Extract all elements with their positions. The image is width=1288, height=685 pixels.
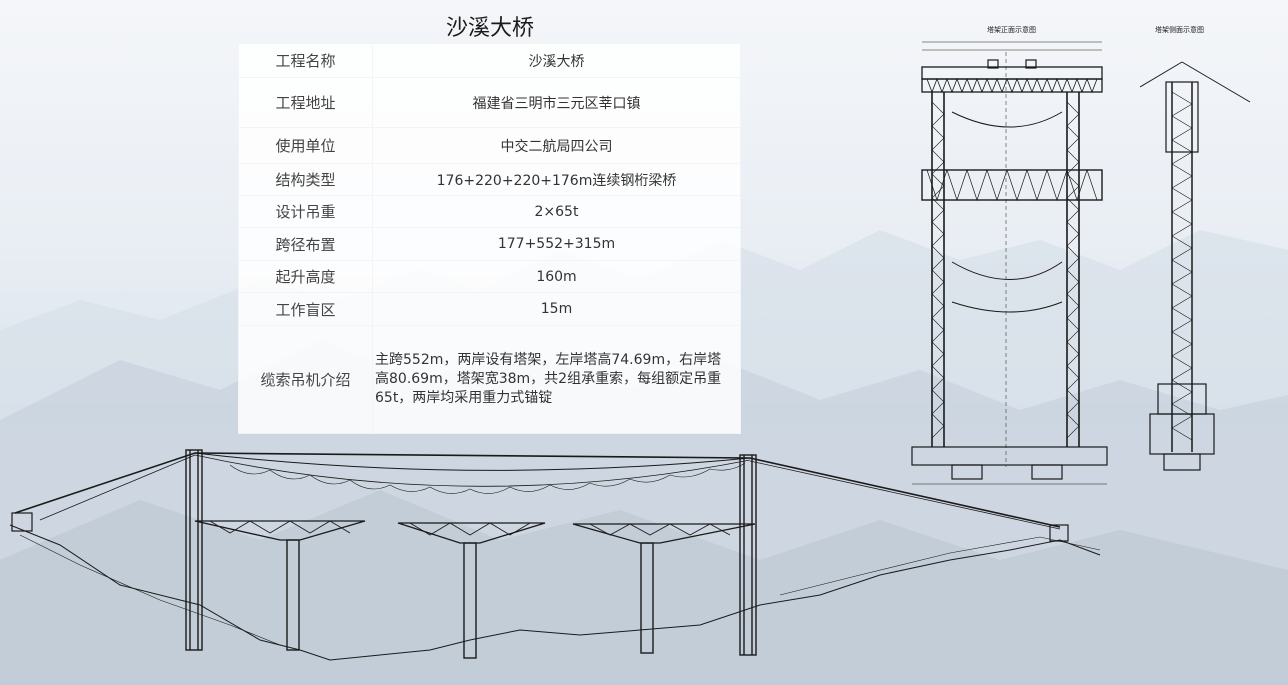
tower-cross-beams bbox=[921, 111, 1103, 313]
row-label: 工程地址 bbox=[238, 77, 373, 128]
row-label: 结构类型 bbox=[238, 163, 373, 196]
tower-side-view-drawing: 塔架侧面示意图 bbox=[1139, 25, 1251, 471]
truss-girders bbox=[194, 520, 756, 544]
row-value: 中交二航局四公司 bbox=[372, 127, 741, 164]
row-label: 使用单位 bbox=[238, 127, 373, 164]
row-value: 主跨552m，两岸设有塔架，左岸塔高74.69m，右岸塔高80.69m，塔架宽3… bbox=[372, 325, 741, 434]
row-value: 160m bbox=[372, 260, 741, 293]
table-row: 设计吊重 2×65t bbox=[238, 195, 741, 228]
tower-leg-lattice bbox=[931, 101, 1080, 439]
table-row: 工作盲区 15m bbox=[238, 292, 741, 326]
row-label: 起升高度 bbox=[238, 260, 373, 293]
table-row: 缆索吊机介绍 主跨552m，两岸设有塔架，左岸塔高74.69m，右岸塔高80.6… bbox=[238, 325, 741, 434]
row-value: 177+552+315m bbox=[372, 227, 741, 261]
page-title: 沙溪大桥 bbox=[445, 16, 534, 41]
row-value: 15m bbox=[372, 292, 741, 326]
row-label: 工作盲区 bbox=[238, 292, 373, 326]
tower-base bbox=[911, 446, 1108, 485]
row-value: 2×65t bbox=[372, 195, 741, 228]
table-row: 工程名称 沙溪大桥 bbox=[238, 43, 741, 78]
side-tower-base bbox=[1149, 383, 1215, 471]
project-info-table: 工程名称 沙溪大桥 工程地址 福建省三明市三元区莘口镇 使用单位 中交二航局四公… bbox=[238, 43, 741, 434]
side-tower-body bbox=[1139, 61, 1251, 452]
row-label: 缆索吊机介绍 bbox=[238, 325, 373, 434]
row-label: 跨径布置 bbox=[238, 227, 373, 261]
anchorages bbox=[11, 512, 1069, 542]
front-view-title: 塔架正面示意图 bbox=[987, 25, 1036, 34]
ground-profile bbox=[9, 524, 1101, 661]
table-row: 结构类型 176+220+220+176m连续钢桁梁桥 bbox=[238, 163, 741, 196]
row-value: 福建省三明市三元区莘口镇 bbox=[372, 77, 741, 128]
row-label: 设计吊重 bbox=[238, 195, 373, 228]
tower-top-frame bbox=[921, 59, 1103, 94]
bridge-cables bbox=[14, 452, 1061, 530]
bridge-elevation-drawing bbox=[9, 449, 1101, 661]
cable-hangers bbox=[229, 462, 746, 494]
left-tower bbox=[185, 449, 203, 651]
right-tower bbox=[739, 454, 757, 656]
row-value: 176+220+220+176m连续钢桁梁桥 bbox=[372, 163, 741, 196]
tower-legs bbox=[931, 92, 1080, 447]
table-row: 工程地址 福建省三明市三元区莘口镇 bbox=[238, 77, 741, 128]
row-value: 沙溪大桥 bbox=[372, 43, 741, 78]
table-row: 使用单位 中交二航局四公司 bbox=[238, 127, 741, 164]
table-row: 起升高度 160m bbox=[238, 260, 741, 293]
tower-front-view-drawing: 塔架正面示意图 bbox=[911, 25, 1108, 485]
bridge-piers bbox=[286, 539, 654, 659]
side-view-title: 塔架侧面示意图 bbox=[1155, 25, 1204, 34]
table-row: 跨径布置 177+552+315m bbox=[238, 227, 741, 261]
row-label: 工程名称 bbox=[238, 43, 373, 78]
